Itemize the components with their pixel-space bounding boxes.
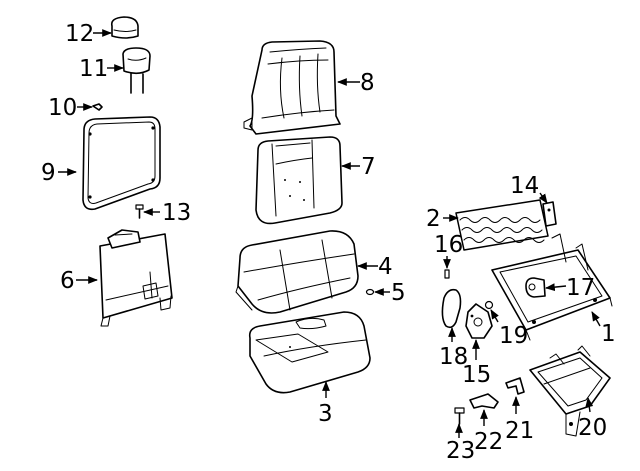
callout-10: 10 xyxy=(48,95,77,121)
part-4-cushion-cover xyxy=(235,230,359,314)
callout-7: 7 xyxy=(361,154,376,180)
callout-13: 13 xyxy=(162,200,191,226)
callout-14: 14 xyxy=(510,173,539,199)
part-9-back-panel xyxy=(82,116,161,211)
callout-11: 11 xyxy=(79,56,108,82)
callout-22: 22 xyxy=(474,429,503,455)
callout-15: 15 xyxy=(462,362,491,388)
callout-23: 23 xyxy=(446,438,475,464)
part-15-recliner xyxy=(465,303,493,339)
callout-1: 1 xyxy=(601,321,616,347)
callout-21: 21 xyxy=(505,418,534,444)
callout-19: 19 xyxy=(499,323,528,349)
callout-20: 20 xyxy=(578,415,607,441)
callout-2: 2 xyxy=(426,206,441,232)
leader-lines xyxy=(58,29,601,438)
part-12-headrest-cover xyxy=(110,16,139,39)
part-5-clip xyxy=(365,288,375,296)
callout-17: 17 xyxy=(566,275,595,301)
part-23-screw xyxy=(454,407,465,425)
callout-3: 3 xyxy=(318,401,333,427)
part-18-recliner-cover xyxy=(441,288,462,329)
callout-9: 9 xyxy=(41,160,56,186)
part-22-lever xyxy=(469,393,499,409)
callout-6: 6 xyxy=(60,268,75,294)
part-11-headrest xyxy=(122,47,151,94)
part-7-back-pad xyxy=(255,136,343,225)
callout-4: 4 xyxy=(378,254,393,280)
part-16-pin xyxy=(444,269,450,279)
part-21-bracket xyxy=(505,377,525,395)
callout-18: 18 xyxy=(439,344,468,370)
part-19-knob xyxy=(484,300,494,310)
callout-8: 8 xyxy=(360,70,375,96)
part-8-back-cushion xyxy=(243,40,341,135)
callout-labels: 12 11 10 9 13 6 8 7 4 5 3 2 14 16 17 1 1… xyxy=(41,21,616,464)
callout-5: 5 xyxy=(391,280,406,306)
callout-12: 12 xyxy=(65,21,94,47)
part-3-cushion-pad xyxy=(248,311,371,394)
callout-16: 16 xyxy=(434,232,463,258)
part-6-back-frame xyxy=(99,229,173,327)
part-13-bolt xyxy=(135,204,144,219)
part-10-guide-clip xyxy=(92,103,103,111)
part-14-bracket xyxy=(542,201,557,227)
part-17-motor xyxy=(525,277,546,298)
part-2-seat-spring xyxy=(455,199,549,251)
